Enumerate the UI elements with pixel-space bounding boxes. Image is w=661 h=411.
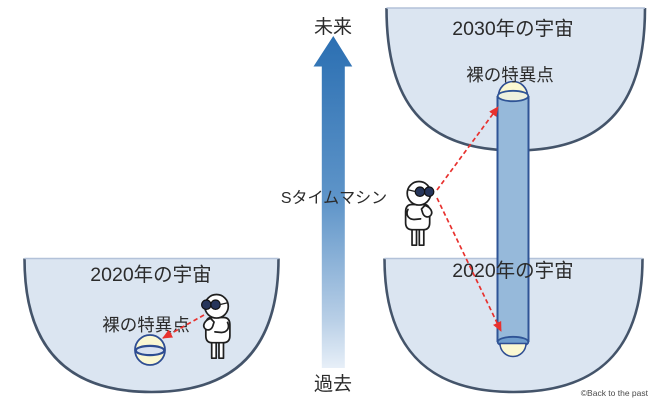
observer-icon-right — [404, 180, 435, 247]
future-singularity-label: 裸の特異点 — [466, 65, 554, 85]
past-universe-title: 2020年の宇宙 — [452, 260, 573, 282]
left-singularity — [134, 334, 166, 366]
tube-body — [497, 96, 529, 342]
future-universe-title: 2030年の宇宙 — [452, 18, 573, 40]
future-universe-fill — [386, 8, 645, 151]
past-singularity-sphere — [499, 342, 527, 358]
right-down-sightline-arrow — [436, 197, 502, 332]
left-singularity-ring — [134, 344, 166, 357]
tube-sides — [496, 96, 530, 342]
past-label: 過去 — [314, 373, 352, 395]
tube-top-opening — [496, 89, 530, 103]
right-up-sightline-arrow — [436, 106, 499, 191]
future-label: 未来 — [314, 16, 352, 38]
left-universe-title: 2020年の宇宙 — [90, 264, 211, 286]
left-universe-border — [23, 258, 280, 394]
left-singularity-label: 裸の特異点 — [102, 315, 190, 335]
time-machine-tube — [496, 80, 530, 358]
time-axis-arrow — [313, 36, 353, 368]
past-universe-border — [383, 258, 644, 394]
left-sightline-arrow — [162, 314, 205, 339]
time-machine-label: Sタイムマシン — [281, 189, 387, 207]
copyright-text: ©Back to the past — [581, 388, 649, 398]
